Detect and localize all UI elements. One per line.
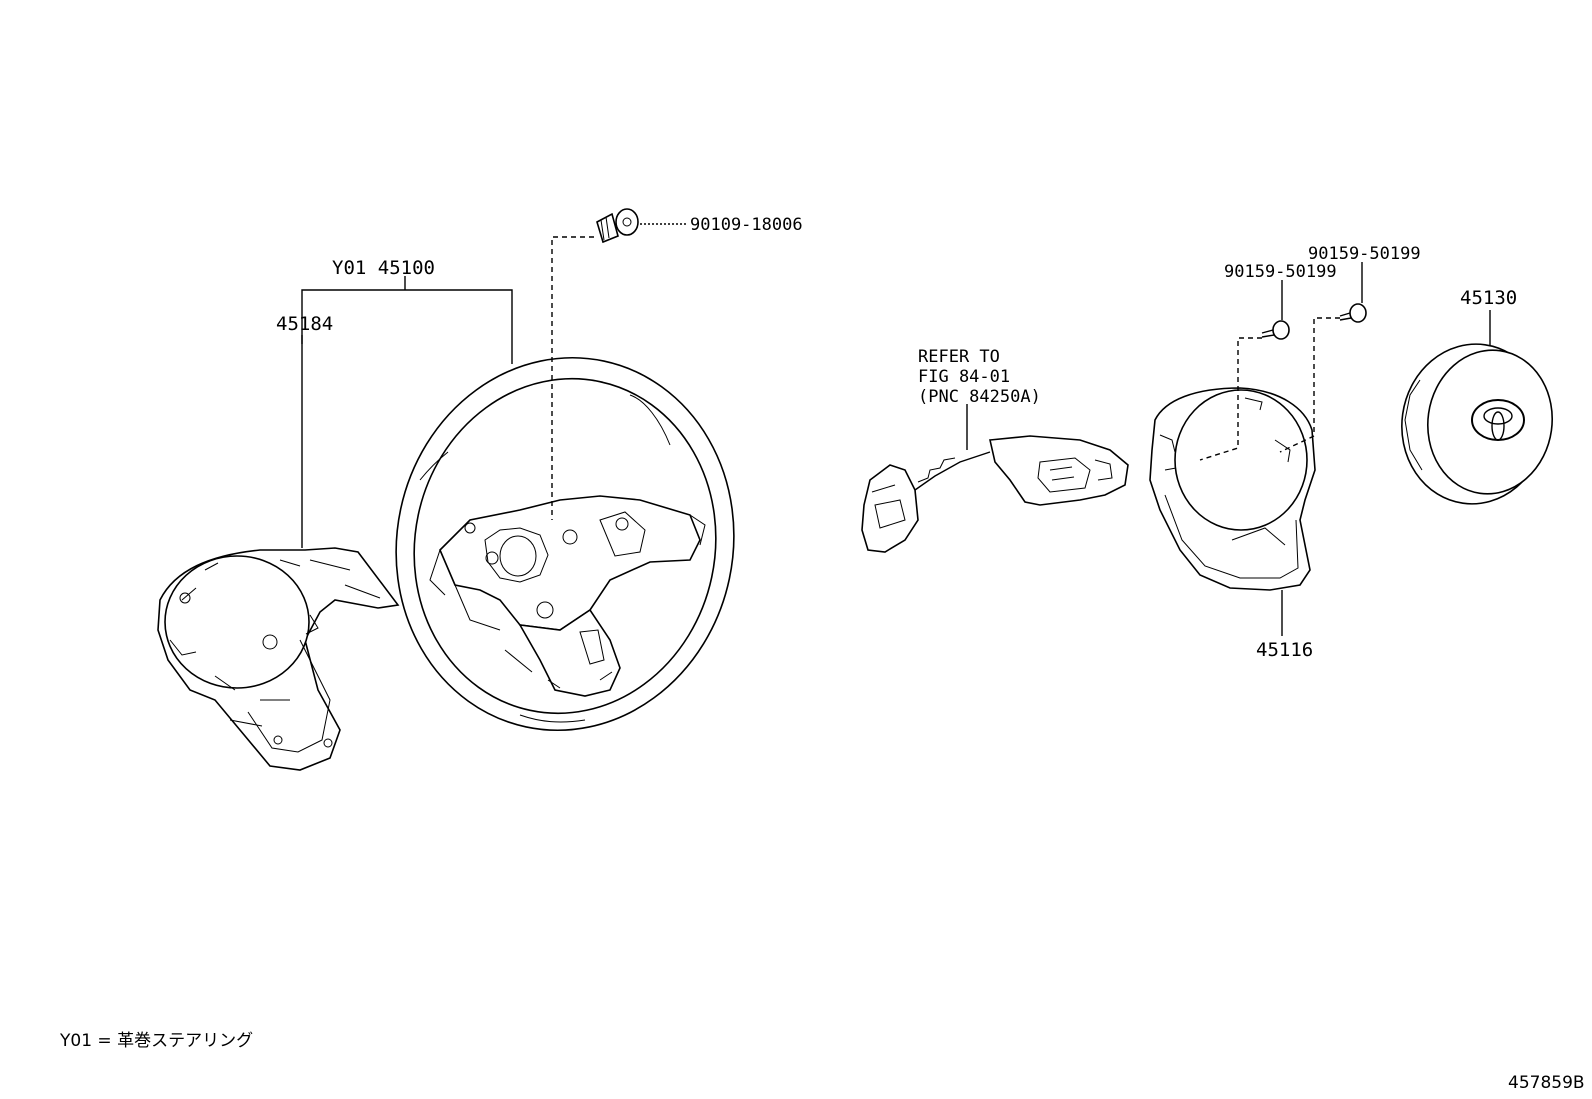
figure-id: 457859B: [1508, 1073, 1585, 1093]
label-45100: Y01 45100: [332, 257, 435, 279]
lower-cover-45184: [157, 547, 400, 771]
screw-lower: [1261, 320, 1290, 340]
label-45130: 45130: [1460, 287, 1517, 309]
label-refer-line3: (PNC 84250A): [918, 387, 1041, 407]
leader-45100: [301, 289, 513, 548]
label-90159-50199-lower: 90159-50199: [1224, 262, 1337, 282]
cover-45116: [1149, 387, 1316, 591]
label-45184: 45184: [276, 313, 333, 335]
label-refer-line2: FIG 84-01: [918, 367, 1010, 387]
legend-y01: Y01 = 革巻ステアリング: [59, 1031, 253, 1051]
label-90109-18006: 90109-18006: [690, 215, 803, 235]
label-90159-50199-upper: 90159-50199: [1308, 244, 1421, 264]
bolt-90109-18006: [596, 208, 639, 244]
label-refer-line1: REFER TO: [918, 347, 1000, 367]
steering-wheel-45100: [395, 356, 735, 732]
steering-switch-84250A: [861, 435, 1129, 553]
label-45116: 45116: [1256, 639, 1313, 661]
screw-upper: [1339, 303, 1367, 323]
airbag-45130: [1401, 343, 1554, 505]
